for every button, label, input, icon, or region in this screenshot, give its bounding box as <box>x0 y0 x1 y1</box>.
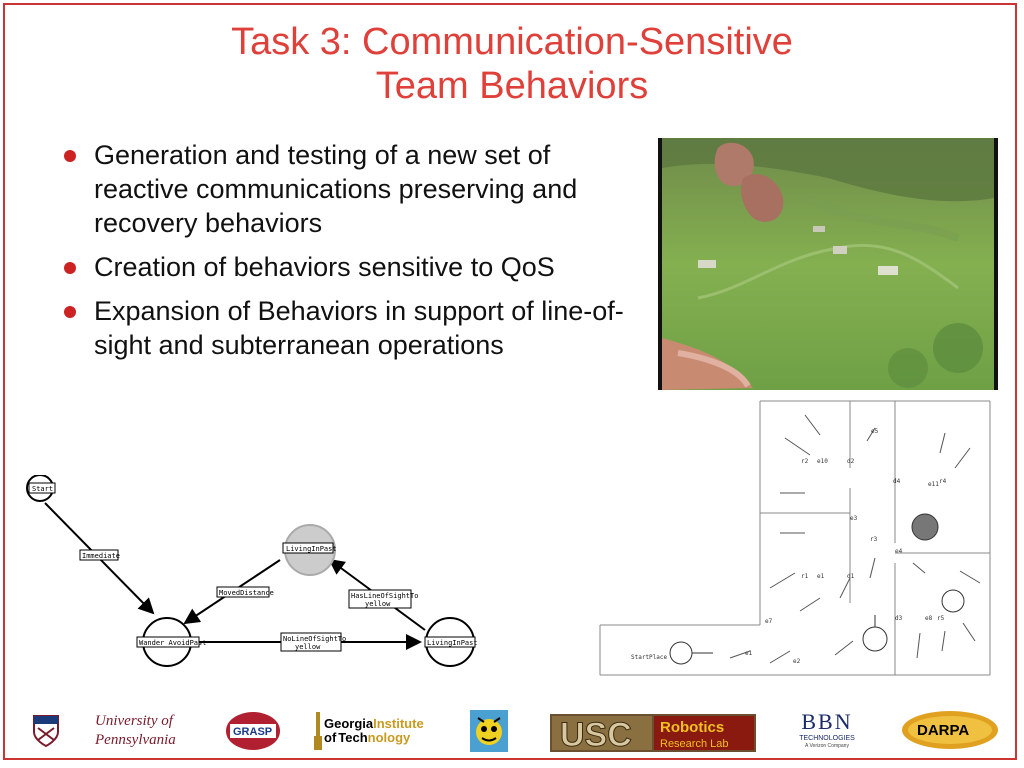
map-label: d3 <box>895 615 903 622</box>
bbn-text: BBN <box>801 709 853 734</box>
map-label: e7 <box>765 618 773 625</box>
sponsor-logo-strip: University of Pennsylvania GRASP Georgia… <box>0 700 1024 760</box>
svg-text:GeorgiaInstitute: GeorgiaInstitute <box>324 716 424 731</box>
robot-field-photo <box>658 138 998 390</box>
fsm-has-los-label-2: yellow <box>365 600 391 608</box>
grasp-text: GRASP <box>233 726 272 738</box>
bullet-text: Creation of behaviors sensitive to QoS <box>94 252 555 282</box>
map-label: d4 <box>893 478 901 485</box>
map-label: e4 <box>895 548 903 555</box>
grasp-logo: GRASP <box>222 710 284 757</box>
fsm-start-label: Start <box>32 485 53 493</box>
start-place-label: StartPlace <box>631 654 668 661</box>
gatech-of: of <box>324 730 337 745</box>
map-label: r4 <box>939 478 947 485</box>
bullet-list: Generation and testing of a new set of r… <box>60 138 630 372</box>
fsm-living-right-label: LivingInPast <box>427 639 478 647</box>
usc-robotics-logo: USC Robotics Research Lab <box>550 714 756 757</box>
map-label: e10 <box>817 458 828 465</box>
fsm-moved-label: MovedDistance <box>219 589 274 597</box>
map-label: r3 <box>870 536 878 543</box>
bullet-item: Creation of behaviors sensitive to QoS <box>60 250 630 284</box>
robotics-text: Robotics <box>660 719 724 736</box>
behavior-state-graph: Start Immediate LivingInPast MovedDistan… <box>26 474 478 667</box>
map-label: d2 <box>847 458 855 465</box>
bullet-dot-icon <box>64 262 76 274</box>
slide-frame <box>3 3 1017 760</box>
floor-plan-map: r2 e10 d2 e5 d4 e11 r4 e3 r3 e4 r1 e1 d1… <box>595 393 995 680</box>
gatech-nology: nology <box>368 730 411 745</box>
fsm-no-los-label-2: yellow <box>295 643 321 651</box>
bullet-dot-icon <box>64 306 76 318</box>
map-label: e8 <box>925 615 933 622</box>
fsm-has-los-label: HasLineOfSightTo <box>351 592 418 600</box>
map-label: e3 <box>850 515 858 522</box>
bbn-subtitle: TECHNOLOGIES <box>799 735 855 742</box>
slide-title: Task 3: Communication-Sensitive Team Beh… <box>0 20 1024 108</box>
bbn-subtitle-2: A Verizon Company <box>805 743 849 749</box>
bullet-text: Generation and testing of a new set of r… <box>94 140 578 238</box>
upenn-line-2: Pennsylvania <box>95 732 176 748</box>
fsm-immediate-label: Immediate <box>82 552 120 560</box>
darpa-text: DARPA <box>917 722 969 739</box>
title-line-1: Task 3: Communication-Sensitive <box>231 21 793 63</box>
bullet-text: Expansion of Behaviors in support of lin… <box>94 296 624 360</box>
bbn-logo: BBN TECHNOLOGIES A Verizon Company <box>792 710 862 750</box>
map-label: e5 <box>871 428 879 435</box>
title-line-2: Team Behaviors <box>375 65 649 107</box>
map-label: e2 <box>793 658 801 665</box>
yellow-jacket-mascot-icon <box>470 710 508 757</box>
behavior-state-diagram: Start Immediate LivingInPast MovedDistan… <box>25 474 505 675</box>
fsm-wander-label: Wander_AvoidPast <box>139 639 206 647</box>
darpa-logo: DARPA <box>900 710 1000 755</box>
map-label: r1 <box>801 573 809 580</box>
map-label: e11 <box>928 481 939 488</box>
map-label: r5 <box>937 615 945 622</box>
gatech-tech: Tech <box>338 730 367 745</box>
bullet-item: Generation and testing of a new set of r… <box>60 138 630 240</box>
upenn-line-1: University of <box>95 713 173 729</box>
floor-plan-diagram: r2 e10 d2 e5 d4 e11 r4 e3 r3 e4 r1 e1 d1… <box>599 400 991 676</box>
gatech-georgia: Georgia <box>324 716 374 731</box>
map-label: e1 <box>817 573 825 580</box>
bullet-item: Expansion of Behaviors in support of lin… <box>60 294 630 362</box>
usc-text: USC <box>560 716 632 752</box>
bullet-dot-icon <box>64 150 76 162</box>
upenn-logo-text: University of Pennsylvania <box>95 712 176 750</box>
map-label: r2 <box>801 458 809 465</box>
gatech-institute: Institute <box>373 716 424 731</box>
upenn-shield-icon <box>32 714 60 753</box>
map-label: d1 <box>847 573 855 580</box>
map-label: e1 <box>745 650 753 657</box>
robot-field-photo-image <box>658 138 998 390</box>
fsm-no-los-label: NoLineOfSightTo <box>283 635 346 643</box>
fsm-living-top-label: LivingInPast <box>286 545 337 553</box>
research-lab-text: Research Lab <box>660 738 729 750</box>
